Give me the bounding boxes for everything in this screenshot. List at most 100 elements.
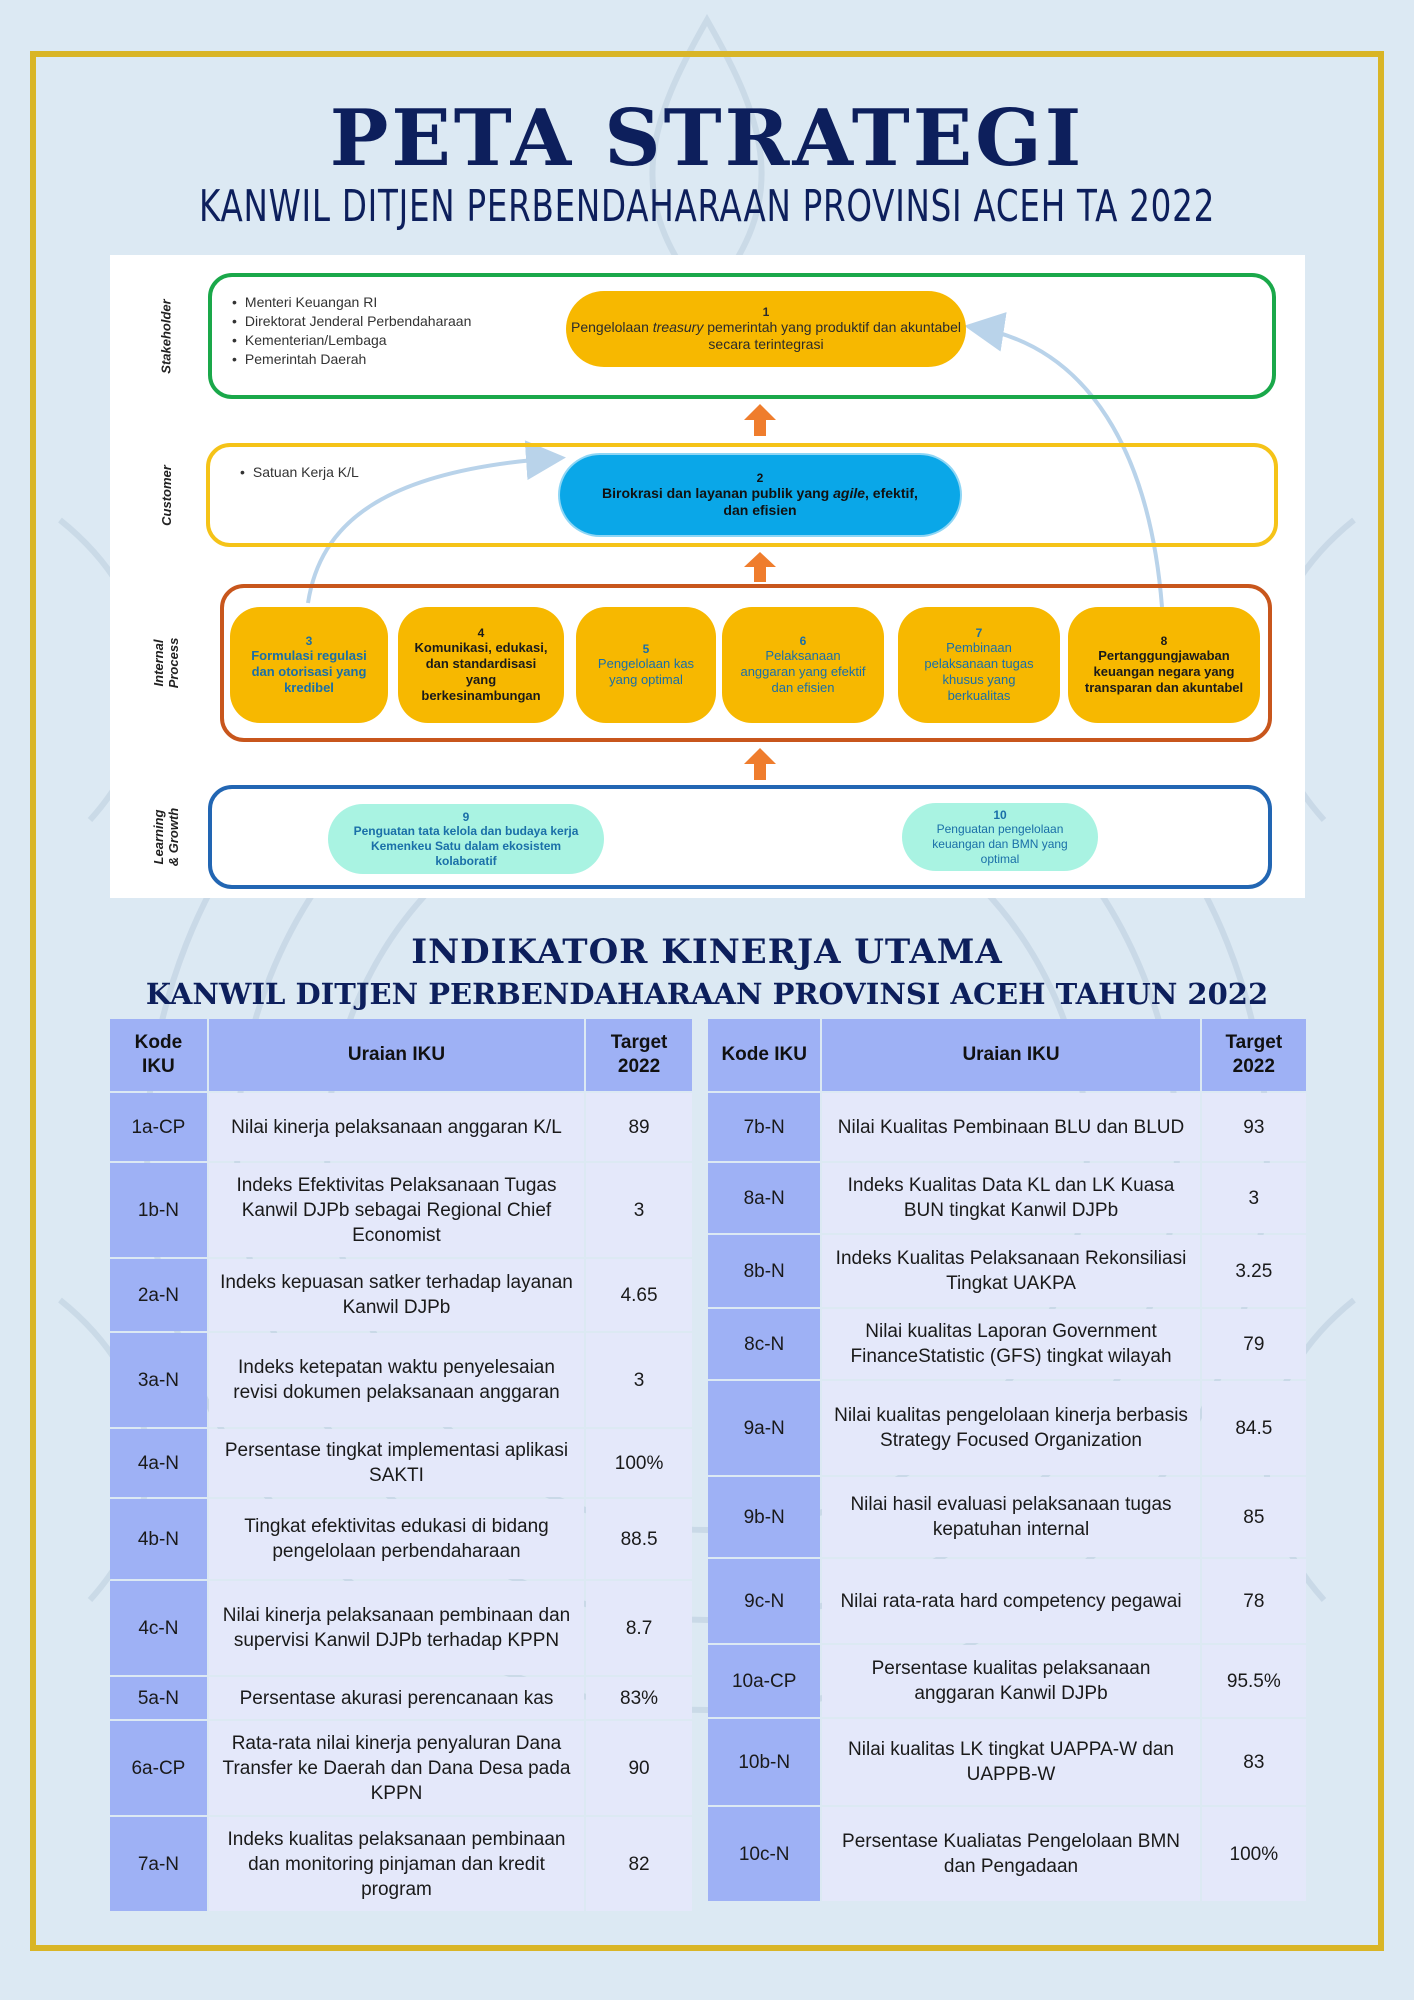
table-header-row: Kode IKU Uraian IKU Target 2022: [708, 1019, 1306, 1091]
list-item: Satuan Kerja K/L: [240, 463, 359, 482]
kode-cell: 9b-N: [708, 1477, 821, 1557]
kode-cell: 10b-N: [708, 1719, 821, 1805]
target-cell: 3: [586, 1163, 692, 1257]
strategy-map-connectors: [306, 312, 1164, 608]
page-subtitle: KANWIL DITJEN PERBENDAHARAAN PROVINSI AC…: [198, 181, 1216, 232]
uraian-cell: Persentase tingkat implementasi aplikasi…: [208, 1429, 585, 1497]
target-cell: 84.5: [1201, 1381, 1306, 1475]
uraian-cell: Persentase Kualiatas Pengelolaan BMN dan…: [822, 1807, 1200, 1901]
objective-7: 7 Pembinaan pelaksanaan tugas khusus yan…: [898, 607, 1060, 723]
list-item: Menteri Keuangan RI: [232, 293, 471, 312]
uraian-cell: Persentase akurasi perencanaan kas: [208, 1677, 585, 1719]
objective-10: 10 Penguatan pengelolaan keuangan dan BM…: [902, 803, 1098, 871]
target-cell: 95.5%: [1201, 1645, 1306, 1717]
target-cell: 93: [1201, 1093, 1306, 1161]
target-cell: 4.65: [586, 1259, 692, 1331]
objective-4: 4 Komunikasi, edukasi, dan standardisasi…: [398, 607, 564, 723]
up-arrow: [744, 404, 776, 436]
header-uraian: Uraian IKU: [822, 1019, 1200, 1091]
kode-cell: 7b-N: [708, 1093, 821, 1161]
objective-3: 3 Formulasi regulasi dan otorisasi yang …: [230, 607, 388, 723]
uraian-cell: Indeks Kualitas Data KL dan LK Kuasa BUN…: [822, 1163, 1200, 1233]
iku-title: INDIKATOR KINERJA UTAMA: [411, 932, 1003, 972]
kode-cell: 9c-N: [708, 1559, 821, 1643]
objective-5: 5 Pengelolaan kas yang optimal: [576, 607, 716, 723]
kode-cell: 7a-N: [110, 1817, 207, 1911]
uraian-cell: Nilai hasil evaluasi pelaksanaan tugas k…: [822, 1477, 1200, 1557]
list-item: Direktorat Jenderal Perbendaharaan: [232, 312, 471, 331]
uraian-cell: Nilai kualitas pengelolaan kinerja berba…: [822, 1381, 1200, 1475]
objective-1: 1 Pengelolaan treasury pemerintah yang p…: [566, 291, 966, 367]
customer-band: [206, 443, 1278, 547]
target-cell: 3.25: [1201, 1235, 1306, 1307]
uraian-cell: Indeks kepuasan satker terhadap layanan …: [208, 1259, 585, 1331]
stakeholder-band: [208, 273, 1276, 399]
customer-list: Satuan Kerja K/L: [240, 463, 359, 482]
target-cell: 8.7: [586, 1581, 692, 1675]
objective-6: 6 Pelaksanaan anggaran yang efektif dan …: [722, 607, 884, 723]
learning-growth-band: [208, 785, 1272, 889]
header-kode: Kode IKU: [110, 1019, 207, 1091]
uraian-cell: Persentase kualitas pelaksanaan anggaran…: [822, 1645, 1200, 1717]
link-8-to-1: [964, 312, 1164, 608]
target-cell: 83%: [586, 1677, 692, 1719]
uraian-cell: Indeks Kualitas Pelaksanaan Rekonsiliasi…: [822, 1235, 1200, 1307]
uraian-cell: Rata-rata nilai kinerja penyaluran Dana …: [208, 1721, 585, 1815]
list-item: Kementerian/Lembaga: [232, 331, 471, 350]
header-kode: Kode IKU: [708, 1019, 821, 1091]
objective-9: 9 Penguatan tata kelola dan budaya kerja…: [328, 804, 604, 874]
iku-subtitle: KANWIL DITJEN PERBENDAHARAAN PROVINSI AC…: [145, 977, 1269, 1011]
uraian-cell: Tingkat efektivitas edukasi di bidang pe…: [208, 1499, 585, 1579]
target-cell: 100%: [586, 1429, 692, 1497]
target-cell: 100%: [1201, 1807, 1306, 1901]
lane-label-stakeholder: Stakeholder: [158, 298, 174, 374]
target-cell: 3: [1201, 1163, 1306, 1233]
header-uraian: Uraian IKU: [208, 1019, 585, 1091]
lane-label-learning-growth: Learning & Growth: [151, 807, 181, 867]
kode-cell: 1b-N: [110, 1163, 207, 1257]
target-cell: 90: [586, 1721, 692, 1815]
table-header-row: Kode IKU Uraian IKU Target 2022: [110, 1019, 692, 1091]
kode-cell: 10c-N: [708, 1807, 821, 1901]
lane-label-customer: Customer: [158, 464, 174, 526]
strategy-map: Stakeholder Customer Internal Process Le…: [110, 255, 1305, 898]
uraian-cell: Indeks ketepatan waktu penyelesaian revi…: [208, 1333, 585, 1427]
objective-2: 2 Birokrasi dan layanan publik yang agil…: [560, 455, 960, 535]
list-item: Pemerintah Daerah: [232, 350, 471, 369]
kode-cell: 8a-N: [708, 1163, 821, 1233]
link-3-to-2: [306, 440, 566, 604]
uraian-cell: Indeks kualitas pelaksanaan pembinaan da…: [208, 1817, 585, 1911]
kode-cell: 6a-CP: [110, 1721, 207, 1815]
lane-label-internal-process: Internal Process: [151, 637, 181, 689]
target-cell: 83: [1201, 1719, 1306, 1805]
objective-8: 8 Pertanggungjawaban keuangan negara yan…: [1068, 607, 1260, 723]
target-cell: 88.5: [586, 1499, 692, 1579]
uraian-cell: Nilai kualitas Laporan Government Financ…: [822, 1309, 1200, 1379]
header-target: Target 2022: [586, 1019, 692, 1091]
kode-cell: 4c-N: [110, 1581, 207, 1675]
up-arrow: [744, 552, 776, 582]
kode-cell: 2a-N: [110, 1259, 207, 1331]
kode-cell: 9a-N: [708, 1381, 821, 1475]
uraian-cell: Nilai rata-rata hard competency pegawai: [822, 1559, 1200, 1643]
target-cell: 85: [1201, 1477, 1306, 1557]
target-cell: 79: [1201, 1309, 1306, 1379]
stakeholder-list: Menteri Keuangan RI Direktorat Jenderal …: [232, 293, 471, 369]
kode-cell: 8c-N: [708, 1309, 821, 1379]
